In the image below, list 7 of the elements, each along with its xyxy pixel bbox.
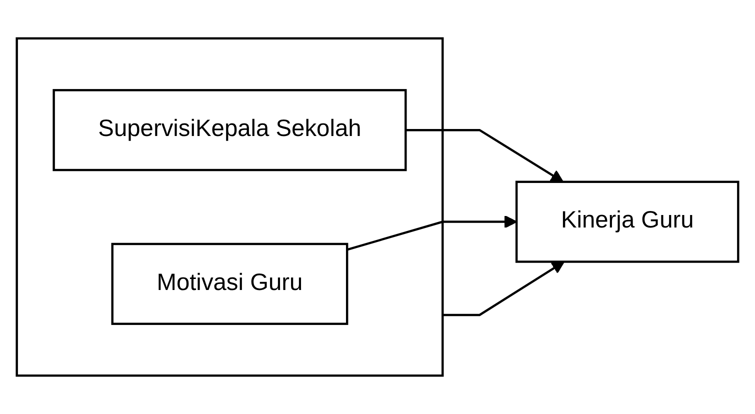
arrow	[346, 215, 518, 251]
cluster	[16, 37, 444, 377]
arrow	[406, 128, 564, 182]
arrow	[442, 261, 565, 316]
node-box: Kinerja Guru	[515, 180, 740, 263]
node-box: Motivasi Guru	[111, 242, 348, 325]
node-box: SupervisiKepala Sekolah	[52, 89, 407, 172]
